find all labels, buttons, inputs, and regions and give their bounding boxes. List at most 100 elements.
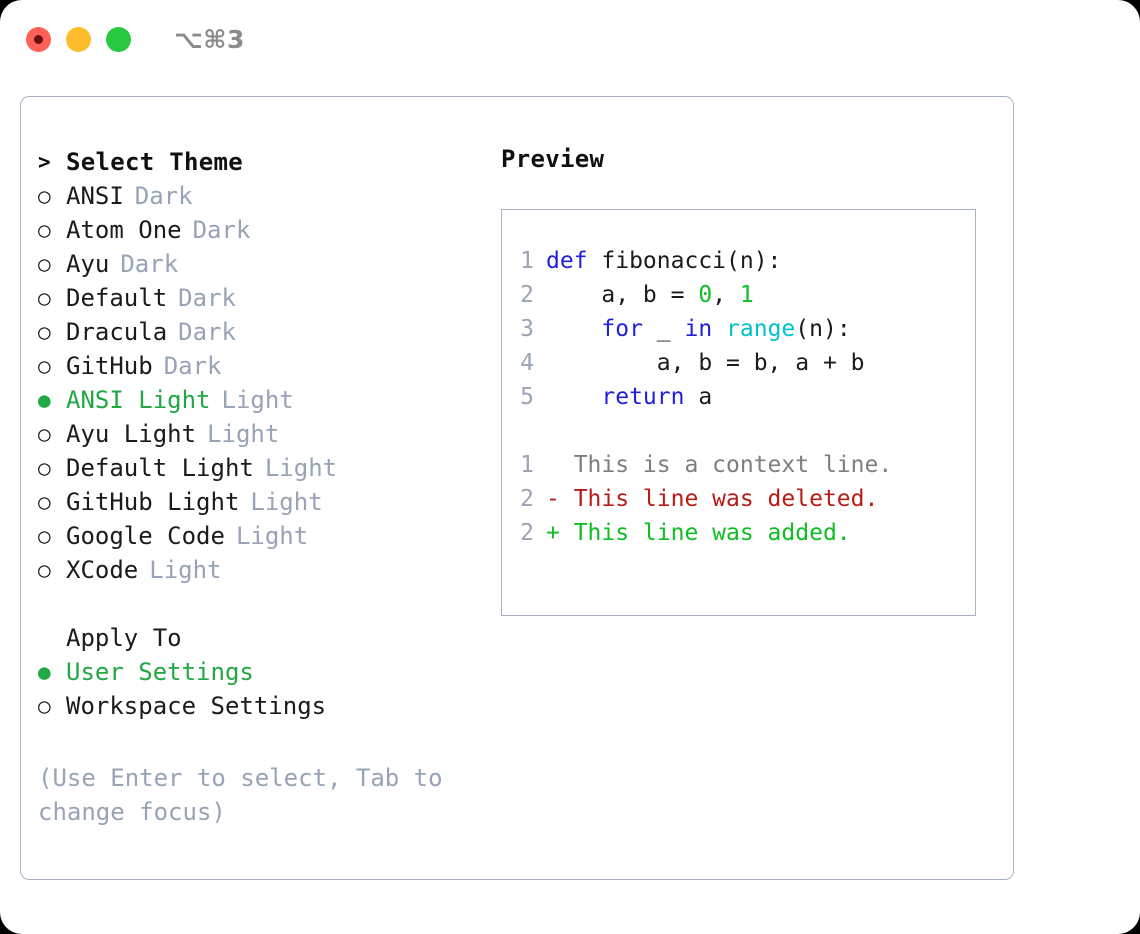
code-token: a, b =	[546, 282, 699, 308]
theme-option-label: Default	[66, 284, 168, 312]
diff-line-text: - This line was deleted.	[546, 486, 879, 512]
apply-to-option-workspace-settings[interactable]: ○Workspace Settings	[38, 689, 478, 723]
radio-unselected-icon: ○	[38, 251, 51, 276]
code-line: 3 for _ in range(n):	[502, 316, 975, 350]
code-token: 0	[698, 282, 713, 308]
theme-appearance-tag: Light	[250, 488, 323, 516]
title-bar: ⌥⌘3	[0, 0, 1140, 78]
code-token: range	[726, 316, 796, 342]
code-token: _	[642, 316, 685, 342]
theme-option-default[interactable]: ○ Default Dark	[38, 281, 478, 315]
diff-line-text: This is a context line.	[546, 452, 893, 478]
code-token	[712, 316, 726, 342]
diff-line-add: 2+ This line was added.	[502, 520, 975, 554]
theme-option-label: Ayu Light	[66, 420, 197, 448]
code-token: for	[601, 316, 643, 342]
diff-sample: 1 This is a context line.2- This line wa…	[502, 452, 975, 554]
selection-caret-icon: >	[38, 149, 51, 174]
theme-option-label: XCode	[66, 556, 139, 584]
line-number: 1	[520, 248, 534, 274]
apply-to-option-label: User Settings	[66, 658, 254, 686]
code-token: 1	[739, 282, 754, 308]
theme-option-label: Dracula	[66, 318, 168, 346]
apply-to-option-label: Workspace Settings	[66, 692, 327, 720]
theme-option-ansi[interactable]: ○ ANSI Dark	[38, 179, 478, 213]
line-number: 3	[520, 316, 534, 342]
code-line: 1 def fibonacci(n):	[502, 248, 975, 282]
theme-appearance-tag: Light	[235, 522, 309, 550]
code-token: (n):	[795, 316, 851, 342]
line-number: 2	[520, 520, 534, 546]
theme-appearance-tag: Light	[221, 386, 294, 414]
theme-option-label: Default Light	[66, 454, 254, 482]
code-line-text: for _ in range(n):	[546, 316, 851, 342]
apply-to-heading: Apply To	[38, 621, 478, 655]
preview-title: Preview	[501, 145, 605, 173]
minimize-button[interactable]	[66, 26, 91, 52]
theme-list-heading: > Select Theme	[38, 145, 478, 179]
code-line: 5 return a	[502, 384, 975, 418]
radio-unselected-icon: ○	[38, 421, 51, 446]
radio-unselected-icon: ○	[38, 285, 51, 310]
diff-line-del: 2- This line was deleted.	[502, 486, 975, 520]
keyboard-hint-text: (Use Enter to select, Tab to change focu…	[38, 764, 443, 826]
code-line: 4 a, b = b, a + b	[502, 350, 975, 384]
theme-option-dracula[interactable]: ○ Dracula Dark	[38, 315, 478, 349]
code-token	[546, 316, 601, 342]
theme-appearance-tag: Dark	[134, 182, 193, 210]
radio-unselected-icon: ○	[38, 319, 51, 344]
radio-selected-icon: ●	[38, 387, 51, 412]
code-line-text: a, b = b, a + b	[546, 350, 865, 376]
apply-to-panel: Apply To ● User Settings ○Workspace Settin…	[38, 621, 478, 723]
apply-to-option-list: ● User Settings ○Workspace Settings	[38, 655, 478, 723]
code-line-text: a, b = 0, 1	[546, 282, 754, 308]
line-number: 2	[520, 282, 534, 308]
radio-unselected-icon: ○	[38, 183, 51, 208]
theme-option-label: GitHub	[66, 352, 153, 380]
code-line-text: return a	[546, 384, 712, 410]
theme-appearance-tag: Dark	[192, 216, 251, 244]
theme-appearance-tag: Dark	[120, 250, 179, 278]
line-number: 1	[520, 452, 534, 478]
code-line: 2 a, b = 0, 1	[502, 282, 975, 316]
theme-option-label: ANSI	[66, 182, 124, 210]
line-number: 4	[520, 350, 534, 376]
theme-option-google-code[interactable]: ○ Google Code Light	[38, 519, 478, 553]
code-token: fibonacci(n):	[601, 248, 782, 274]
theme-appearance-tag: Dark	[163, 352, 222, 380]
radio-unselected-icon: ○	[38, 557, 51, 582]
theme-option-label: Atom One	[66, 216, 182, 244]
theme-option-label: Ayu	[66, 250, 110, 278]
apply-to-option-user-settings[interactable]: ● User Settings	[38, 655, 478, 689]
code-token: a, b = b, a + b	[546, 350, 865, 376]
theme-appearance-tag: Light	[207, 420, 280, 448]
theme-option-ayu[interactable]: ○ Ayu Dark	[38, 247, 478, 281]
radio-unselected-icon: ○	[38, 455, 51, 480]
theme-appearance-tag: Dark	[178, 284, 236, 312]
theme-option-label: Google Code	[66, 522, 225, 550]
code-token: in	[684, 316, 713, 342]
code-line-text: def fibonacci(n):	[546, 248, 781, 274]
theme-option-default-light[interactable]: ○ Default Light Light	[38, 451, 478, 485]
diff-line-ctx: 1 This is a context line.	[502, 452, 975, 486]
close-button[interactable]	[26, 26, 51, 52]
theme-appearance-tag: Dark	[178, 318, 236, 346]
radio-selected-icon: ●	[38, 659, 51, 684]
keyboard-shortcut-label: ⌥⌘3	[174, 24, 245, 54]
maximize-button[interactable]	[106, 26, 131, 52]
radio-unselected-icon: ○	[38, 523, 51, 548]
theme-appearance-tag: Light	[264, 454, 338, 482]
apply-to-heading-label: Apply To	[66, 624, 182, 652]
theme-option-ayu-light[interactable]: ○ Ayu Light Light	[38, 417, 478, 451]
code-spacer	[502, 418, 975, 452]
code-token: a	[684, 384, 713, 410]
